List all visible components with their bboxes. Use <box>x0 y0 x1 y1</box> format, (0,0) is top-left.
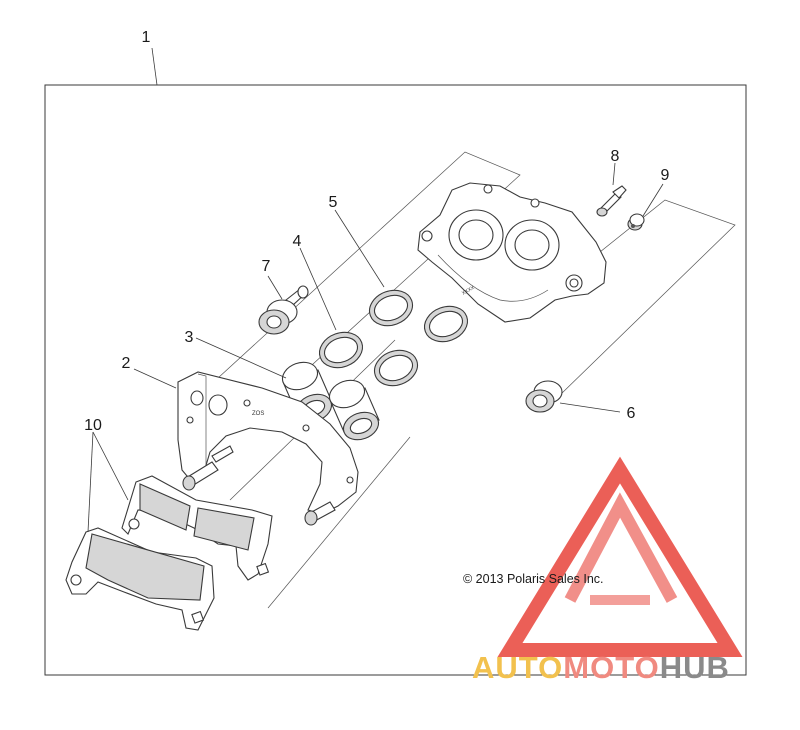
callout-8-leader <box>612 162 616 186</box>
caliper-bracket-2: ZOS <box>177 371 359 526</box>
callout-5-leader <box>334 209 385 288</box>
callout-6-leader <box>559 402 621 413</box>
copyright-text: © 2013 Polaris Sales Inc. <box>463 572 604 586</box>
caliper-housing: XXXX <box>417 182 607 323</box>
bleeder-screw <box>596 185 627 217</box>
watermark-auto: AUTO <box>472 650 563 685</box>
watermark-hub: HUB <box>660 650 730 685</box>
callout-7: 7 <box>262 258 271 275</box>
callout-3: 3 <box>185 329 194 346</box>
callout-4: 4 <box>293 233 302 250</box>
callout-4-leader <box>299 247 337 331</box>
watermark-text: AUTOMOTOHUB <box>472 650 730 685</box>
callout-1-leader <box>151 47 158 86</box>
bleeder-cap <box>627 213 645 231</box>
diagram-frame <box>44 84 747 676</box>
callout-7-leader <box>267 275 283 300</box>
callout-3-leader <box>195 337 287 379</box>
svg-text:ZOS: ZOS <box>252 411 264 417</box>
logo-triangle-inner <box>564 492 678 603</box>
callout-9-leader <box>642 183 664 217</box>
slide-pin-bushing-7 <box>258 285 309 335</box>
callout-2-leader <box>133 368 177 389</box>
callout-9: 9 <box>661 167 670 184</box>
callout-10-leader-b <box>87 431 94 533</box>
pistons-3 <box>281 361 380 441</box>
watermark-logo <box>497 456 743 657</box>
seal-rings-5 <box>368 289 469 343</box>
callout-6: 6 <box>627 405 636 422</box>
brake-pad-lower <box>65 527 215 631</box>
seal-rings-4 <box>318 331 419 387</box>
callout-1: 1 <box>142 29 151 46</box>
bushing-6 <box>525 380 563 413</box>
logo-triangle-outer <box>497 456 743 657</box>
brake-pad-upper <box>121 475 273 581</box>
callout-8: 8 <box>611 148 620 165</box>
assembly-guide-lines <box>217 151 736 609</box>
watermark-moto: MOTO <box>563 650 659 685</box>
callout-2: 2 <box>122 355 131 372</box>
callout-10-leader-a <box>92 431 129 501</box>
callout-5: 5 <box>329 194 338 211</box>
callout-10: 10 <box>84 417 102 434</box>
